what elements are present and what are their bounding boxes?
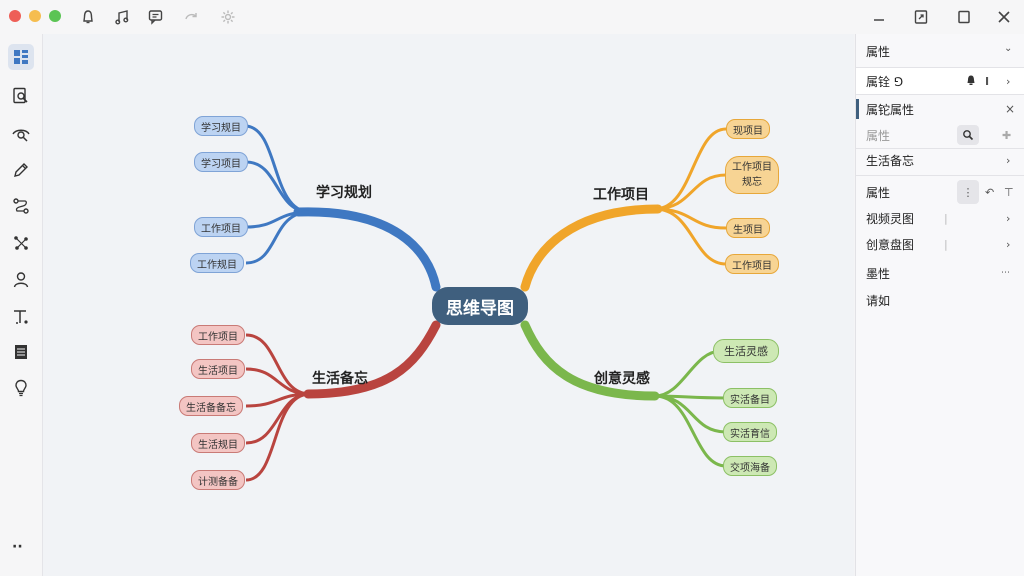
pin-icon[interactable]: ⊤ <box>1004 185 1014 199</box>
panel-row-life-label: 生活备忘 <box>866 153 915 168</box>
panel-header[interactable]: 属性 ⌄ <box>856 38 1024 64</box>
leaf-study-1[interactable]: 学习规目 <box>194 116 248 136</box>
chevron-right-icon[interactable]: › <box>1006 74 1011 88</box>
search-doc-icon[interactable] <box>8 83 34 109</box>
pen-icon[interactable] <box>8 157 34 183</box>
leaf-study-2[interactable]: 学习项目 <box>194 152 248 172</box>
central-topic[interactable]: 思维导图 <box>432 287 528 325</box>
chat-icon[interactable] <box>147 8 165 26</box>
bell-icon[interactable] <box>965 74 977 89</box>
panel-row-view-label: 视频灵图 <box>866 211 915 226</box>
panel-row-last-label: 请如 <box>866 293 891 308</box>
panel-row-last[interactable]: 请如 <box>856 287 1024 313</box>
panel-row-life[interactable]: 生活备忘 › <box>856 147 1024 173</box>
chevron-right-icon[interactable]: › <box>1006 211 1011 225</box>
panel-search-row: 属性 ✚ <box>856 122 1024 148</box>
eye-icon[interactable] <box>8 121 34 147</box>
zoom-window-button[interactable] <box>49 10 61 22</box>
undo-icon[interactable]: ↶ <box>985 185 995 199</box>
text-icon[interactable]: I <box>985 74 990 88</box>
search-icon[interactable] <box>957 125 979 145</box>
divider-icon: | <box>944 237 948 251</box>
minimize-window-button[interactable] <box>29 10 41 22</box>
leaf-idea-3[interactable]: 实活育信 <box>723 422 777 442</box>
leaf-idea-2[interactable]: 实活备目 <box>723 388 777 408</box>
left-toolbar: ·· <box>0 34 43 576</box>
plus-icon[interactable]: ✚ <box>1002 128 1012 142</box>
leaf-work-1[interactable]: 现项目 <box>726 119 770 139</box>
minimize-icon[interactable] <box>870 8 888 26</box>
leaf-life-2[interactable]: 生活项目 <box>191 359 245 379</box>
title-bar <box>0 0 1024 34</box>
dots-icon[interactable]: ⋯ <box>1001 268 1010 278</box>
panel-section-label: 属铊属性 <box>866 102 915 117</box>
music-note-icon[interactable] <box>113 8 131 26</box>
panel-section[interactable]: 属铊属性 × <box>856 96 1024 122</box>
panel-row-view[interactable]: 视频灵图 | › <box>856 205 1024 231</box>
panel-row-attr-label: 属性 <box>866 185 891 200</box>
lightbulb-icon[interactable] <box>8 375 34 401</box>
maximize-icon[interactable] <box>955 8 973 26</box>
connect-icon[interactable] <box>8 230 34 256</box>
chevron-right-icon[interactable]: › <box>1006 153 1011 167</box>
leaf-idea-4[interactable]: 交项海备 <box>723 456 777 476</box>
more-vertical-icon[interactable]: ⋮ <box>957 180 979 204</box>
export-icon[interactable] <box>912 8 930 26</box>
leaf-life-4[interactable]: 生活规目 <box>191 433 245 453</box>
user-icon[interactable] <box>8 267 34 293</box>
branch-work[interactable]: 工作项目 <box>593 187 649 203</box>
leaf-life-5[interactable]: 计测备备 <box>191 470 245 490</box>
more-icon[interactable]: ·· <box>12 539 23 555</box>
panel-row-attr[interactable]: 属性 ⋮ ↶ ⊤ <box>856 179 1024 205</box>
panel-row-1-label: 属铨 ⅁ <box>866 74 904 89</box>
chevron-down-icon[interactable]: ⌄ <box>1004 43 1013 54</box>
panel-row-creative[interactable]: 创意盘图 | › <box>856 231 1024 257</box>
mindmap-connectors <box>245 124 727 482</box>
leaf-life-1[interactable]: 工作项目 <box>191 325 245 345</box>
panel-row-attr2-label: 墨性 <box>866 266 891 281</box>
calendar-icon[interactable] <box>8 339 34 365</box>
leaf-idea-1[interactable]: 生活灵感 <box>713 339 779 363</box>
chevron-right-icon[interactable]: › <box>1006 237 1011 251</box>
panel-row-creative-label: 创意盘图 <box>866 237 915 252</box>
close-window-button[interactable] <box>9 10 21 22</box>
close-icon[interactable]: × <box>1005 102 1016 116</box>
tool-icon[interactable] <box>8 304 34 330</box>
leaf-study-3[interactable]: 工作项目 <box>194 217 248 237</box>
redo-icon[interactable] <box>183 8 201 26</box>
panel-row-1[interactable]: 属铨 ⅁ I › <box>856 68 1024 94</box>
panel-row-attr2[interactable]: 墨性 ⋯ <box>856 260 1024 286</box>
layout-grid-icon[interactable] <box>8 44 34 70</box>
settings-icon[interactable] <box>219 8 237 26</box>
leaf-work-3[interactable]: 生项目 <box>726 218 770 238</box>
branch-life[interactable]: 生活备忘 <box>312 371 368 387</box>
close-icon[interactable] <box>995 8 1013 26</box>
search-input[interactable]: 属性 <box>866 128 891 143</box>
divider-icon: | <box>944 211 948 225</box>
properties-panel: 属性 ⌄ 属铨 ⅁ I › 属铊属性 × 属性 ✚ 生活备忘 › 属性 ⋮ ↶ … <box>855 34 1024 576</box>
leaf-work-4[interactable]: 工作项目 <box>725 254 779 274</box>
mindmap-canvas[interactable]: 思维导图 学习规划 工作项目 生活备忘 创意灵感 学习规目 学习项目 工作项目 … <box>43 34 854 576</box>
panel-header-label: 属性 <box>866 44 891 59</box>
path-icon[interactable] <box>8 193 34 219</box>
bell-icon[interactable] <box>79 8 97 26</box>
leaf-work-2[interactable]: 工作项目 规忘 <box>725 156 779 194</box>
branch-idea[interactable]: 创意灵感 <box>594 371 650 387</box>
branch-study[interactable]: 学习规划 <box>316 185 372 201</box>
leaf-study-4[interactable]: 工作规目 <box>190 253 244 273</box>
leaf-life-3[interactable]: 生活备备忘 <box>179 396 243 416</box>
